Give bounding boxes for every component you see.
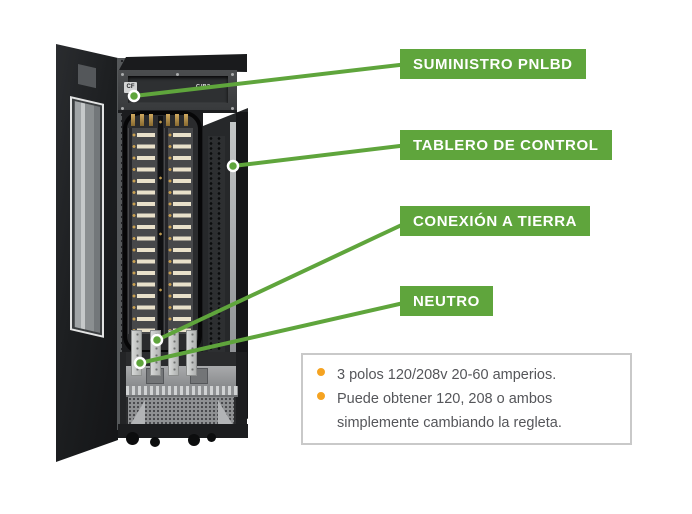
busbar-neutral: [131, 330, 142, 376]
left-door: [56, 44, 118, 462]
screw-icon: [176, 73, 179, 76]
caster-wheel: [126, 432, 139, 445]
door-vent-square: [78, 64, 96, 89]
screw-icon: [231, 107, 234, 110]
info-box: 3 polos 120/208v 20-60 amperios. Puede o…: [301, 353, 632, 445]
supply-terminal: [175, 114, 179, 126]
ring-bullet-icon: [317, 392, 325, 400]
compartment-divider: [158, 116, 163, 340]
busbar-bracket-plate: [126, 366, 236, 386]
breaker-column-left: [128, 128, 157, 334]
screw-icon: [121, 73, 124, 76]
callout-neutro: NEUTRO: [400, 286, 493, 316]
lower-right-wall: [236, 352, 247, 428]
info-item: 3 polos 120/208v 20-60 amperios.: [317, 363, 616, 387]
ring-bullet-icon: [317, 368, 325, 376]
panel-marking-label: C/B2: [196, 84, 211, 90]
callout-conexion-a-tierra: CONEXIÓN A TIERRA: [400, 206, 591, 236]
breaker-switches: [137, 130, 155, 332]
caster-wheel: [150, 437, 160, 447]
supply-panel-recess: [128, 76, 228, 103]
supply-display: CF: [124, 82, 137, 93]
door-window-glass: [70, 96, 104, 338]
supply-terminal: [149, 114, 153, 126]
breaker-column-right: [164, 128, 193, 334]
supply-terminal: [140, 114, 144, 126]
screw-icon: [231, 73, 234, 76]
callout-tablero-de-control: TABLERO DE CONTROL: [400, 130, 612, 160]
busbar: [186, 330, 197, 376]
screw-icon: [121, 107, 124, 110]
caster-wheel: [207, 433, 216, 442]
breaker-contacts: [132, 130, 136, 332]
supply-terminal: [131, 114, 135, 126]
busbar-ground: [150, 330, 161, 376]
supply-terminal: [184, 114, 188, 126]
busbar: [168, 330, 179, 376]
lower-left-wall: [120, 352, 128, 428]
callout-suministro-pnlbd: SUMINISTRO PNLBD: [400, 49, 586, 79]
breaker-contacts: [168, 130, 172, 332]
cable-shelf: [126, 386, 238, 397]
caster-wheel: [188, 434, 200, 446]
cabinet-roof: [119, 54, 247, 72]
mesh-vent: [128, 397, 234, 428]
info-item: Puede obtener 120, 208 o ambos simplemen…: [317, 387, 616, 435]
supply-terminal: [166, 114, 170, 126]
breaker-switches: [173, 130, 191, 332]
info-item-text: Puede obtener 120, 208 o ambos simplemen…: [337, 391, 562, 431]
breaker-rail: [129, 128, 132, 334]
info-item-text: 3 polos 120/208v 20-60 amperios.: [337, 367, 557, 383]
